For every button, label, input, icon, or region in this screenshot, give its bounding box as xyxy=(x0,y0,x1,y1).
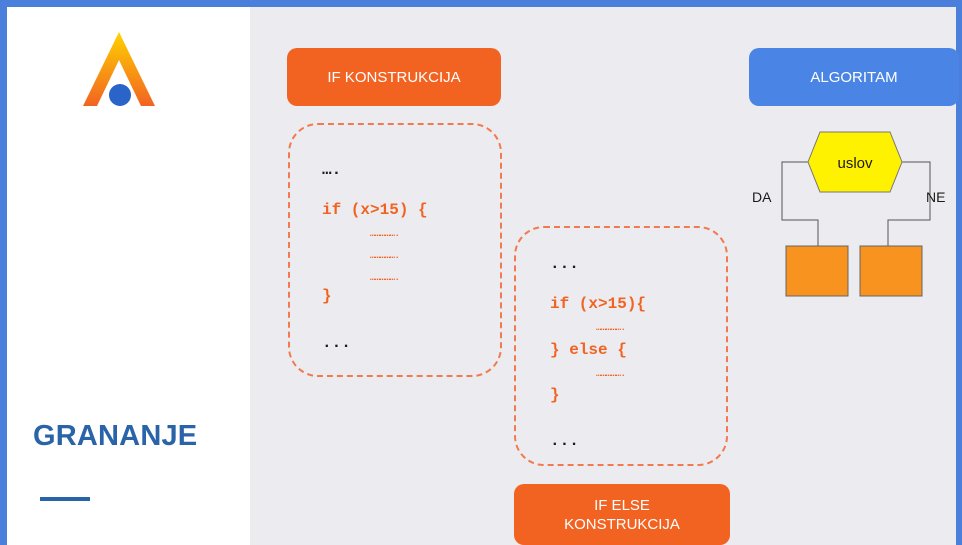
no-process-block xyxy=(859,245,923,297)
if-else-label-line1: IF ELSE xyxy=(594,496,650,514)
code-line: } xyxy=(550,386,560,404)
if-else-construct-button[interactable]: IF ELSE KONSTRUKCIJA xyxy=(514,484,730,545)
code-line: } xyxy=(322,287,332,305)
condition-label: uslov xyxy=(837,155,873,172)
code-line: if (x>15) { xyxy=(322,201,428,219)
condition-hexagon xyxy=(807,131,903,193)
flowchart-diagram: uslov DA NE xyxy=(752,131,945,297)
frame-top-border xyxy=(0,0,962,7)
code-line: ……………. xyxy=(370,273,400,283)
yes-process-block xyxy=(785,245,849,297)
if-else-code-box xyxy=(514,226,728,466)
yes-branch-line xyxy=(781,161,819,246)
slide-title: GRANANJE xyxy=(33,420,198,452)
code-line: ……………. xyxy=(596,323,626,333)
code-line: if (x>15){ xyxy=(550,295,647,313)
algorithm-button[interactable]: ALGORITAM xyxy=(749,48,959,106)
code-line: ... xyxy=(550,255,579,273)
title-underline xyxy=(40,497,90,501)
code-line: ……………. xyxy=(370,251,400,261)
yes-label: DA xyxy=(752,189,772,205)
frame-right-border xyxy=(956,0,962,545)
if-else-label-line2: KONSTRUKCIJA xyxy=(564,515,680,533)
code-line: …. xyxy=(322,161,342,179)
no-label: NE xyxy=(926,189,945,205)
code-line: ... xyxy=(550,432,579,450)
no-branch-line xyxy=(887,161,931,246)
code-line: ……………. xyxy=(596,369,626,379)
if-code-box xyxy=(288,123,502,377)
frame-left-border xyxy=(0,0,7,545)
logo-icon xyxy=(83,32,155,106)
code-line: ... xyxy=(322,334,351,352)
code-line: ……………. xyxy=(370,229,400,239)
code-line: } else { xyxy=(550,341,627,359)
if-construct-button[interactable]: IF KONSTRUKCIJA xyxy=(287,48,501,106)
